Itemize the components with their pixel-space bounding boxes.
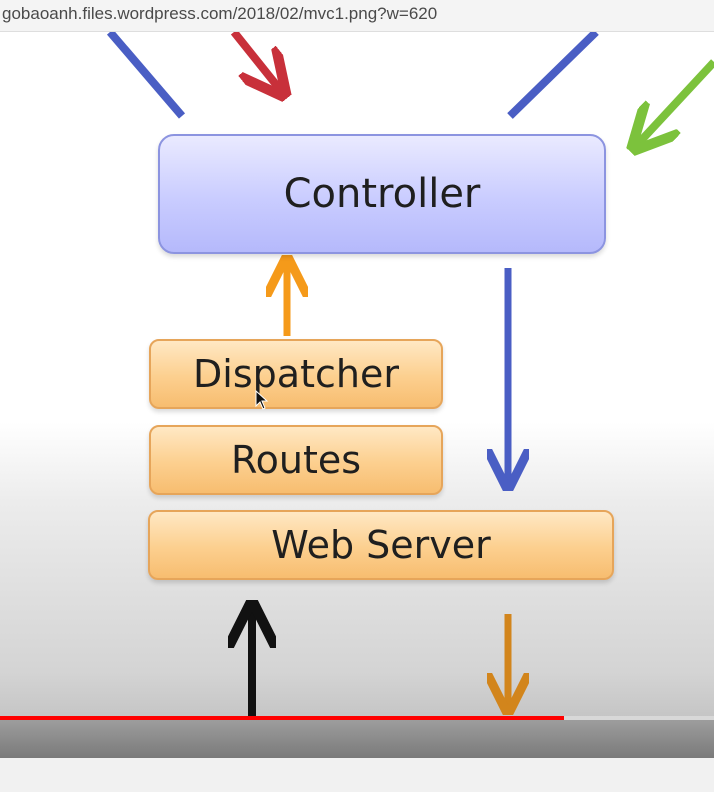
green-arrow-into-controller [636,59,714,146]
video-progress-played [0,716,565,720]
video-controls-bar [0,720,714,758]
red-arrow-into-controller [230,32,282,92]
controller-label: Controller [283,171,481,217]
routes-label: Routes [230,438,362,482]
page-bottom-area [0,758,714,792]
web-server-label: Web Server [271,523,491,567]
mouse-cursor-icon [255,390,269,410]
blue-line-top-left [106,32,186,119]
dispatcher-box: Dispatcher [149,339,443,409]
video-progress-bar[interactable] [0,716,714,720]
routes-box: Routes [149,425,443,495]
dispatcher-label: Dispatcher [193,352,399,396]
web-server-box: Web Server [148,510,614,580]
address-bar[interactable]: gobaoanh.files.wordpress.com/2018/02/mvc… [0,0,714,32]
mvc-diagram [106,32,714,720]
controller-box: Controller [158,134,606,254]
blue-line-top-right [507,32,599,119]
url-text: gobaoanh.files.wordpress.com/2018/02/mvc… [2,4,438,23]
video-frame[interactable]: Controller Dispatcher Routes Web Server [0,32,714,720]
